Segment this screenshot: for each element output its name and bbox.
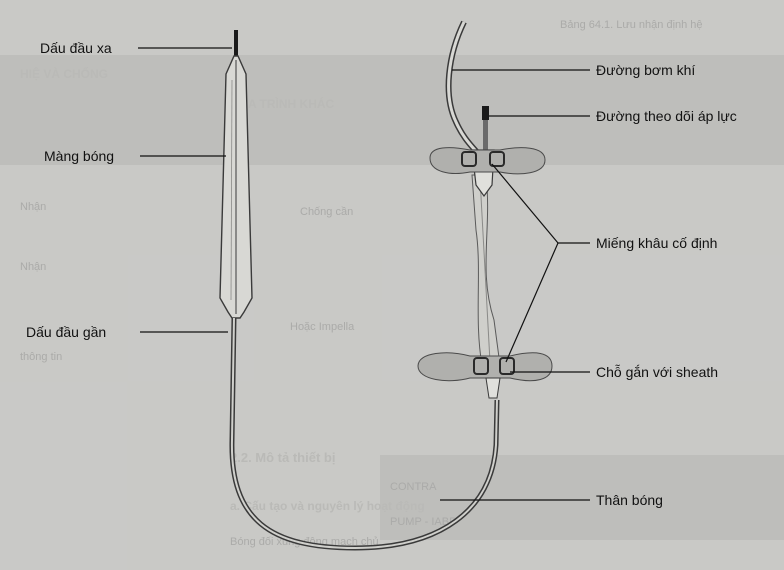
leader-lines <box>138 47 590 501</box>
label-proximal-marker: Dấu đầu gần <box>26 324 106 340</box>
label-inflation-line: Đường bơm khí <box>596 62 695 78</box>
leader-suture-pad-top <box>491 163 559 244</box>
svg-text:Nhận: Nhận <box>20 261 46 273</box>
label-distal-marker: Dấu đầu xa <box>40 40 112 56</box>
label-pressure-line: Đường theo dõi áp lực <box>596 108 737 124</box>
svg-text:2.2. Mô tả thiết bị: 2.2. Mô tả thiết bị <box>230 450 335 465</box>
svg-text:Chống cần: Chống cần <box>300 206 353 218</box>
label-balloon-body: Thân bóng <box>596 492 663 508</box>
leader-suture-pad-bottom <box>505 242 559 363</box>
suture-pad-upper <box>429 147 546 175</box>
svg-text:Hoặc Impella: Hoặc Impella <box>290 321 355 333</box>
svg-text:HIỆ VÀ CHỐNG: HIỆ VÀ CHỐNG <box>20 66 108 81</box>
label-suture-pads: Miếng khâu cố định <box>596 235 717 251</box>
svg-text:QUA TRÌNH KHÁC: QUA TRÌNH KHÁC <box>230 96 335 111</box>
svg-text:CONTRA: CONTRA <box>390 481 437 493</box>
label-sheath-junction: Chỗ gắn với sheath <box>596 364 718 380</box>
svg-text:PUMP - IABP: PUMP - IABP <box>390 516 456 528</box>
catheter-body-inner <box>230 317 498 550</box>
label-balloon-membrane: Màng bóng <box>44 148 114 164</box>
svg-text:Bảng 64.1. Lưu nhận định hệ: Bảng 64.1. Lưu nhận định hệ <box>560 19 703 31</box>
distal-tip <box>234 30 238 56</box>
svg-text:a. Cấu tạo và nguyên lý hoạt đ: a. Cấu tạo và nguyên lý hoạt động <box>230 499 425 513</box>
inflation-line-tube-inner <box>447 21 482 157</box>
sheath-inner-line <box>479 177 491 363</box>
balloon-inner-lumen-2 <box>230 79 233 301</box>
svg-text:thông tin: thông tin <box>20 351 62 363</box>
svg-text:Nhận: Nhận <box>20 201 46 213</box>
pressure-port <box>482 106 489 150</box>
suture-pad-lower <box>417 352 553 399</box>
